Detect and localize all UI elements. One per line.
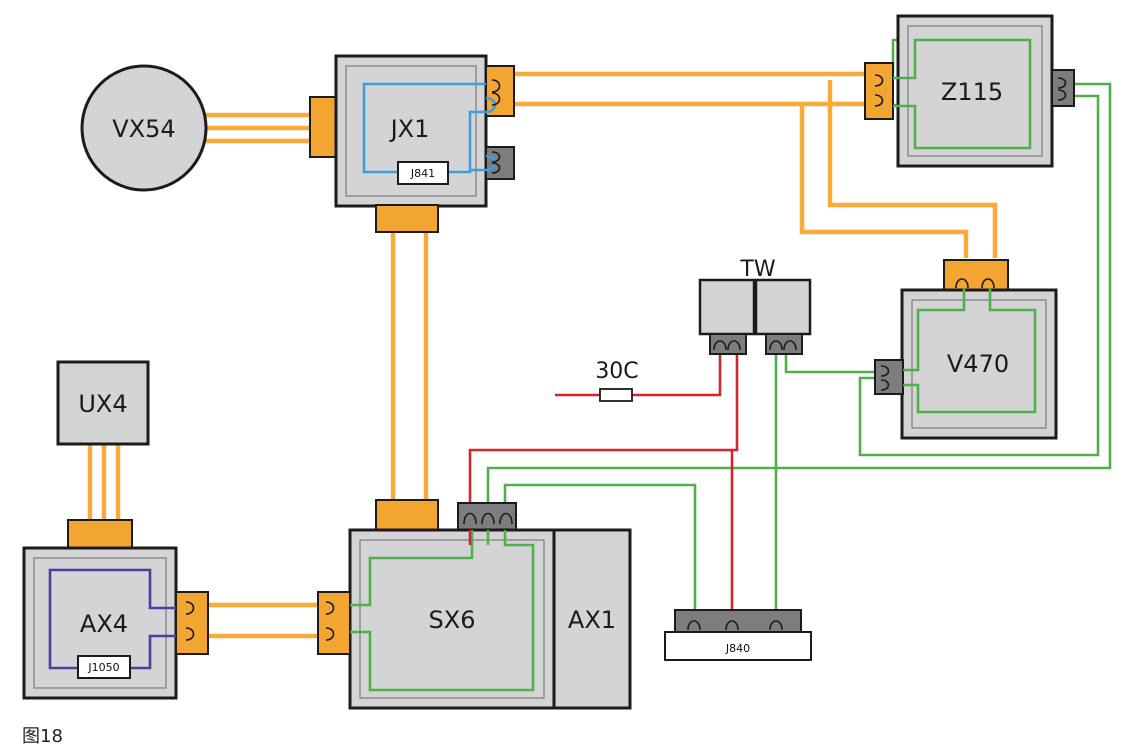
jx1-left-connector <box>309 96 339 158</box>
j841-label: J841 <box>410 167 435 180</box>
j1050-label: J1050 <box>87 661 119 674</box>
z115-left-connector <box>864 62 894 120</box>
ax4-right-connector <box>175 591 209 655</box>
fuse-30c[interactable]: 30C <box>595 359 639 402</box>
tw-right-pins <box>765 333 803 355</box>
tw-left-pins <box>709 333 747 355</box>
sx6-top-connector <box>375 499 439 531</box>
tw-relay-block[interactable]: TW <box>698 257 812 355</box>
v470-module[interactable]: V470 <box>874 259 1058 440</box>
ax4-label: AX4 <box>80 610 128 638</box>
ax4-top-connector <box>67 519 133 549</box>
sx6-label: SX6 <box>429 606 476 634</box>
fuse-30c-label: 30C <box>595 359 638 384</box>
vx54-motor[interactable]: VX54 <box>80 64 208 192</box>
v470-label: V470 <box>947 350 1009 378</box>
v470-left-connector <box>874 359 904 395</box>
tw-label: TW <box>739 257 775 282</box>
z115-module[interactable]: Z115 <box>864 14 1075 168</box>
v470-top-connector <box>943 259 1009 291</box>
ux4-unit[interactable]: UX4 <box>56 360 150 446</box>
jx1-module[interactable]: J841 JX1 <box>309 54 515 233</box>
figure-caption: 图18 <box>22 726 63 747</box>
ax1-module[interactable]: AX1 <box>552 528 632 710</box>
sx6-left-connector <box>317 591 351 655</box>
sx6-module[interactable]: SX6 <box>317 499 556 710</box>
jx1-right-connector-bottom <box>485 146 515 180</box>
sx6-top-right-connector <box>457 502 517 532</box>
z115-right-connector <box>1051 69 1075 107</box>
ux4-label: UX4 <box>78 390 127 418</box>
jx1-label: JX1 <box>389 115 430 143</box>
fuse-body <box>599 388 633 402</box>
j1050-plug <box>77 655 131 679</box>
vx54-label: VX54 <box>112 115 175 143</box>
j841-plug <box>397 161 449 185</box>
jx1-right-connector-top <box>485 65 515 117</box>
ax4-module[interactable]: J1050 AX4 <box>22 519 209 700</box>
ax1-label: AX1 <box>568 606 616 634</box>
z115-label: Z115 <box>941 78 1003 106</box>
orange-wires <box>87 71 998 639</box>
jx1-bottom-connector <box>375 204 439 233</box>
j840-label: J840 <box>725 642 750 655</box>
j840-connector[interactable]: J840 <box>664 609 812 661</box>
